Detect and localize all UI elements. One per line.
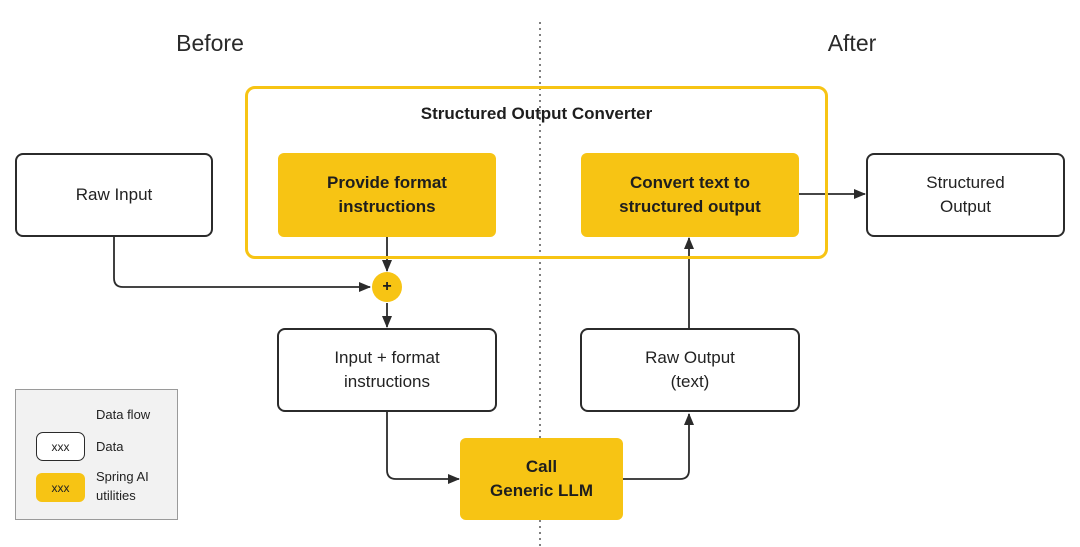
legend-util-label: Spring AI utilities bbox=[96, 469, 149, 503]
call-generic-llm-node: Call Generic LLM bbox=[460, 438, 623, 520]
container-title: Structured Output Converter bbox=[420, 104, 653, 123]
legend-data-flow-label: Data flow bbox=[96, 407, 151, 422]
structured-output-node: Structured Output bbox=[866, 153, 1065, 237]
raw-output-node: Raw Output (text) bbox=[580, 328, 800, 412]
structured-output-converter-container bbox=[245, 86, 828, 259]
provide-format-instructions-node: Provide format instructions bbox=[278, 153, 496, 237]
legend-data-label: Data bbox=[96, 439, 124, 454]
input-format-instructions-node: Input + format instructions bbox=[277, 328, 497, 412]
before-heading: Before bbox=[176, 30, 244, 56]
legend-data-swatch: xxx bbox=[36, 432, 85, 461]
convert-text-node: Convert text to structured output bbox=[581, 153, 799, 237]
legend-util-swatch: xxx bbox=[36, 473, 85, 502]
after-heading: After bbox=[827, 30, 877, 56]
combine-node: + bbox=[372, 272, 402, 302]
raw-input-node: Raw Input bbox=[15, 153, 213, 237]
flow-input-format-to-llm bbox=[386, 412, 460, 484]
flow-llm-to-raw-output bbox=[623, 413, 694, 480]
